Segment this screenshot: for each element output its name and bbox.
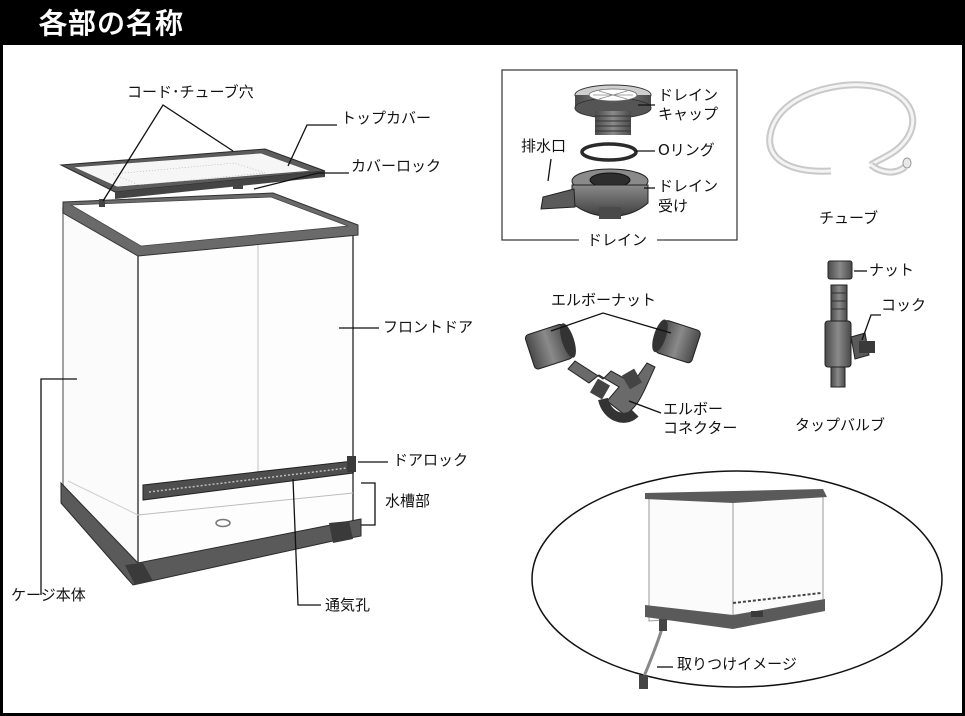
label-drain-cap-line1: ドレイン (658, 86, 719, 104)
elbow-connector-illustration (567, 360, 656, 423)
cage-illustration (60, 192, 362, 586)
label-top-cover: トップカバー (341, 109, 432, 127)
label-water-tank: 水槽部 (385, 492, 431, 510)
label-vent: 通気孔 (325, 596, 371, 614)
label-drain-receiver-line2: 受け (658, 197, 689, 215)
elbow-nut-illustration (524, 319, 701, 370)
title-bar: 各部の名称 (3, 3, 962, 45)
page-title: 各部の名称 (39, 7, 185, 40)
mount-image-illustration (531, 470, 943, 689)
diagram-panel: 各部の名称 (3, 3, 962, 713)
label-drain-cap-line2: キャップ (658, 105, 719, 123)
label-tap-valve: タップバルブ (795, 416, 886, 434)
tap-nut-illustration (827, 260, 853, 280)
label-tube: チューブ (819, 209, 879, 227)
label-nut: ナット (869, 261, 915, 279)
tube-illustration (766, 81, 917, 176)
drain-cap-illustration (574, 84, 652, 135)
label-o-ring: Oリング (658, 141, 715, 159)
tap-valve-illustration (824, 284, 875, 388)
label-drain: ドレイン (587, 231, 648, 249)
label-cover-lock: カバーロック (351, 157, 442, 175)
label-elbow-connector-line1: エルボー (663, 400, 724, 418)
o-ring-illustration (580, 142, 638, 162)
label-drain-receiver-line1: ドレイン (658, 177, 719, 195)
label-drain-outlet: 排水口 (521, 137, 567, 155)
label-elbow-nut: エルボーナット (551, 291, 657, 309)
drain-receiver-illustration (540, 168, 649, 219)
label-door-lock: ドアロック (393, 451, 469, 469)
label-elbow-connector-line2: コネクター (663, 419, 738, 437)
label-front-door: フロントドア (383, 318, 474, 336)
label-cage-body: ケージ本体 (11, 586, 86, 604)
diagram-art (40, 69, 943, 689)
label-cord-tube-hole: コード･チューブ穴 (127, 83, 254, 101)
top-cover-illustration (59, 148, 326, 207)
leader-lines (40, 104, 881, 668)
label-cock: コック (881, 296, 927, 314)
label-mount-image: 取りつけイメージ (677, 655, 797, 673)
